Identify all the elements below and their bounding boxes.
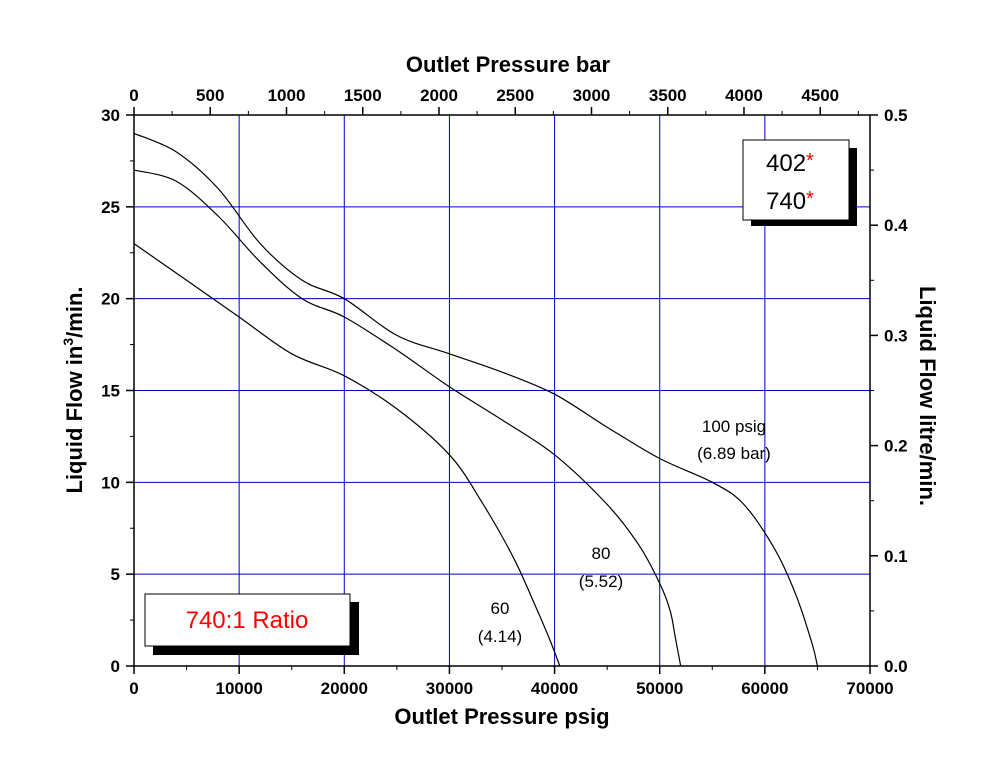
x-top-tick-label-4000: 4000 <box>725 86 763 105</box>
ratio-box: 740:1 Ratio <box>144 593 359 655</box>
y-right-tick-label-1: 0.1 <box>884 547 908 566</box>
annotation-100-line1: 100 psig <box>702 417 766 436</box>
x-bottom-tick-label-10000: 10000 <box>216 679 263 698</box>
y-right-tick-label-0: 0.0 <box>884 657 908 676</box>
annotation-80-line1: 80 <box>592 544 611 563</box>
y-left-tick-label-10: 10 <box>101 473 120 492</box>
model-box: 402* 740* <box>742 139 857 226</box>
x-axis-title-top: Outlet Pressure bar <box>406 52 611 77</box>
annotation-100-line2: (6.89 bar) <box>697 444 771 463</box>
x-bottom-tick-label-30000: 30000 <box>426 679 473 698</box>
curve-series-1 <box>133 169 682 667</box>
ratio-label: 740:1 Ratio <box>186 607 309 634</box>
y-left-tick-label-15: 15 <box>101 382 120 401</box>
x-top-tick-label-3000: 3000 <box>573 86 611 105</box>
y-axis-title-left-main: Liquid Flow in <box>62 346 87 494</box>
x-bottom-tick-label-50000: 50000 <box>636 679 683 698</box>
model-740-asterisk: * <box>806 188 814 210</box>
y-right-tick-label-2: 0.2 <box>884 437 908 456</box>
x-top-tick-label-2500: 2500 <box>496 86 534 105</box>
model-402-label: 402* <box>766 150 814 177</box>
y-axis-title-right: Liquid Flow litre/min. <box>915 286 940 506</box>
x-bottom-tick-label-40000: 40000 <box>531 679 578 698</box>
x-axis-title-bottom: Outlet Pressure psig <box>394 704 609 729</box>
y-axis-title-left-end: /min. <box>62 287 87 338</box>
y-axis-title-left-sup: 3 <box>60 338 76 346</box>
annotation-60-line2: (4.14) <box>478 627 522 646</box>
model-402-asterisk: * <box>806 150 814 172</box>
y-right-tick-label-4: 0.4 <box>884 216 908 235</box>
y-left-tick-label-30: 30 <box>101 106 120 125</box>
x-top-tick-label-4500: 4500 <box>801 86 839 105</box>
y-right-tick-label-3: 0.3 <box>884 326 908 345</box>
y-left-tick-label-0: 0 <box>111 657 120 676</box>
ratio-box-face <box>144 593 351 647</box>
curve-series-2 <box>133 132 818 667</box>
x-top-tick-label-0: 0 <box>129 86 138 105</box>
curve-series-0 <box>133 243 561 667</box>
annotation-80-line2: (5.52) <box>579 572 623 591</box>
x-top-tick-label-1000: 1000 <box>268 86 306 105</box>
y-right-tick-label-5: 0.5 <box>884 106 908 125</box>
x-bottom-tick-label-0: 0 <box>129 679 138 698</box>
x-bottom-tick-label-20000: 20000 <box>321 679 368 698</box>
y-left-tick-label-25: 25 <box>101 198 120 217</box>
curves <box>133 132 818 667</box>
model-box-face <box>742 139 850 221</box>
x-bottom-tick-label-60000: 60000 <box>741 679 788 698</box>
x-bottom-tick-label-70000: 70000 <box>846 679 893 698</box>
ticks <box>126 107 878 674</box>
y-axis-title-left: Liquid Flow in3/min. <box>60 287 87 494</box>
y-left-tick-label-5: 5 <box>111 565 120 584</box>
x-top-tick-label-1500: 1500 <box>344 86 382 105</box>
x-top-tick-label-2000: 2000 <box>420 86 458 105</box>
model-740-label: 740* <box>766 188 814 215</box>
x-top-tick-label-500: 500 <box>196 86 224 105</box>
annotation-60-line1: 60 <box>491 599 510 618</box>
x-top-tick-label-3500: 3500 <box>649 86 687 105</box>
y-left-tick-label-20: 20 <box>101 290 120 309</box>
